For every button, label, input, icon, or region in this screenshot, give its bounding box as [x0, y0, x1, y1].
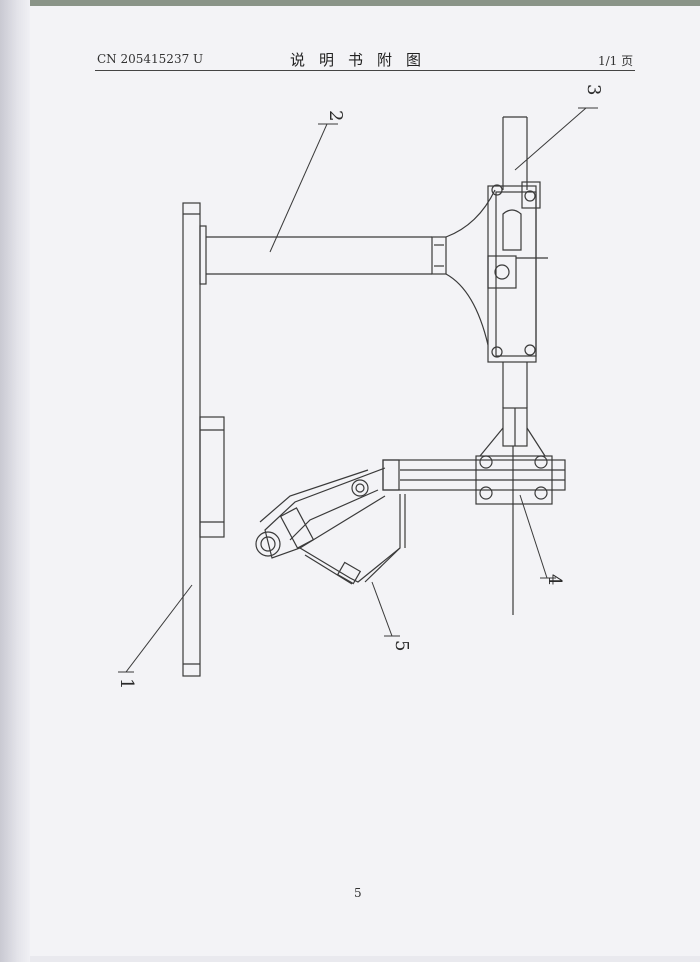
- part-label-4: 4: [544, 574, 565, 585]
- part-label-1: 1: [116, 678, 137, 689]
- header-rule: [95, 70, 635, 71]
- vertical-column: [479, 116, 548, 457]
- document-page: [30, 6, 700, 956]
- scan-top-edge: [0, 0, 700, 6]
- angled-arm: [255, 467, 406, 585]
- page-number: 5: [354, 886, 362, 900]
- part-label-3: 3: [583, 84, 604, 95]
- part-label-5: 5: [391, 640, 412, 651]
- page-title: 说明书附图: [290, 51, 436, 69]
- horizontal-beam: [199, 189, 496, 346]
- scan-binding-shadow: [0, 0, 30, 962]
- leader-lines: [118, 107, 598, 673]
- page-info: 1/1 页: [598, 54, 634, 68]
- patent-number: CN 205415237 U: [97, 52, 204, 66]
- base-plate: [182, 202, 225, 677]
- lower-crossbar: [382, 446, 566, 615]
- part-label-2: 2: [325, 110, 346, 121]
